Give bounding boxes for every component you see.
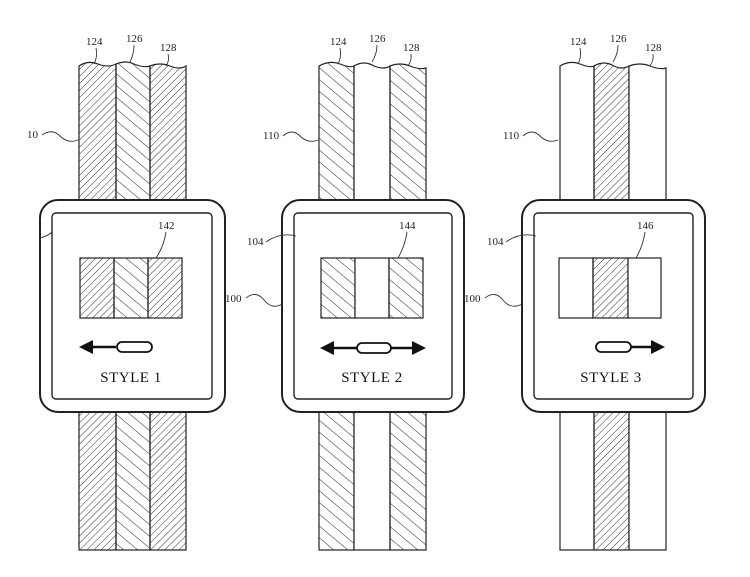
style-label-3: STYLE 3 (580, 370, 641, 386)
ref-126-style-2: 126 (369, 33, 386, 45)
band-link-icon (356, 342, 392, 354)
ref-124-style-1: 124 (86, 36, 103, 48)
band-strip-128-style-1 (149, 63, 187, 204)
band-lower-strip-126-style-3 (593, 409, 630, 551)
display-swatch-style-2 (320, 257, 424, 319)
ref-band-style-3: 110 (503, 130, 520, 142)
ref-screen-style-2: 104 (247, 236, 264, 248)
style-label-2: STYLE 2 (341, 370, 402, 386)
band-upper-style-1 (78, 61, 187, 204)
swipe-indicator-style-2 (320, 341, 426, 355)
band-strip-126-style-1 (115, 61, 151, 204)
ref-body-style-2: 100 (225, 293, 242, 305)
ref-124-style-2: 124 (330, 36, 347, 48)
band-upper-style-2 (318, 61, 427, 204)
band-link-icon (595, 341, 632, 353)
band-lower-strip-124-style-1 (78, 409, 117, 551)
arrow-right-icon (412, 341, 426, 355)
watch-style-1: STYLE 1 124 126 128 10 142 (27, 33, 226, 551)
band-strip-124-style-3 (559, 61, 595, 204)
band-lower-style-1 (78, 409, 187, 551)
band-strip-124-style-1 (78, 61, 117, 204)
display-swatch-style-3 (558, 257, 662, 319)
ref-126-style-1: 126 (126, 33, 143, 45)
band-strip-128-style-2 (389, 63, 427, 204)
watch-style-3: STYLE 3 124 126 128 110 104 146 100 (464, 33, 706, 551)
band-lower-strip-128-style-1 (149, 409, 187, 551)
band-strip-128-style-3 (628, 63, 667, 204)
ref-124-style-3: 124 (570, 36, 587, 48)
watch-style-2: STYLE 2 124 126 128 110 104 144 100 (225, 33, 465, 551)
band-strip-126-style-2 (353, 62, 391, 204)
band-lower-style-3 (559, 409, 667, 551)
ref-band-style-1: 10 (27, 129, 39, 141)
arrow-right-icon (651, 340, 665, 354)
band-upper-style-3 (559, 61, 667, 204)
ref-128-style-2: 128 (403, 42, 420, 54)
band-strip-124-style-2 (318, 61, 355, 204)
ref-128-style-3: 128 (645, 42, 662, 54)
ref-screen-style-3: 104 (487, 236, 504, 248)
arrow-left-icon (79, 340, 93, 354)
style-label-1: STYLE 1 (100, 370, 161, 386)
ref-126-style-3: 126 (610, 33, 627, 45)
ref-band-style-2: 110 (263, 130, 280, 142)
band-strip-126-style-3 (593, 62, 630, 204)
band-lower-strip-128-style-2 (389, 409, 427, 551)
ref-display-style-3: 146 (637, 220, 654, 232)
swipe-indicator-style-1 (79, 340, 153, 354)
ref-128-style-1: 128 (160, 42, 177, 54)
ref-body-style-3: 100 (464, 293, 481, 305)
ref-display-style-2: 144 (399, 220, 416, 232)
band-lower-style-2 (318, 409, 427, 551)
band-lower-strip-126-style-1 (115, 409, 151, 551)
band-lower-strip-124-style-3 (559, 409, 595, 551)
display-swatch-style-1 (79, 257, 183, 319)
band-lower-strip-124-style-2 (318, 409, 355, 551)
band-link-icon (116, 341, 153, 353)
ref-display-style-1: 142 (158, 220, 175, 232)
band-lower-strip-128-style-3 (628, 409, 667, 551)
swipe-indicator-style-3 (595, 340, 665, 354)
arrow-left-icon (320, 341, 334, 355)
band-lower-strip-126-style-2 (353, 409, 391, 551)
